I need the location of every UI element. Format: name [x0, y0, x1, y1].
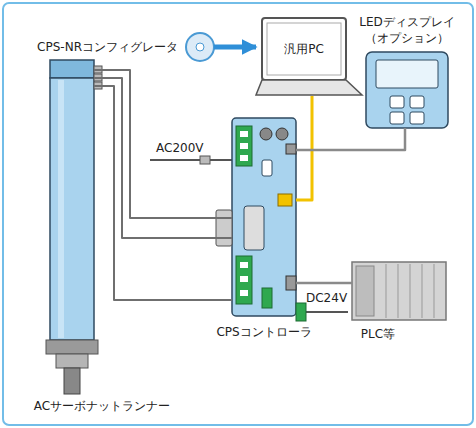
controller — [232, 118, 306, 321]
controller-part — [240, 262, 248, 268]
plc-part — [386, 264, 387, 318]
controller-part — [276, 128, 288, 140]
software-disc: CPS-NRコンフィグレータ — [186, 33, 214, 61]
data-arrow — [214, 45, 256, 50]
controller-part — [240, 290, 248, 296]
node-label: LEDディスプレイ （オプション） — [354, 14, 460, 46]
ac-wire-part — [150, 159, 236, 161]
motor-cable — [94, 86, 232, 300]
node-label: ACサーボナットランナー — [34, 398, 170, 414]
plc-part — [352, 262, 446, 320]
nutrunner-box: ACサーボナットランナー — [46, 60, 94, 394]
node-label: PLC等 — [361, 326, 395, 342]
controller-part — [278, 194, 292, 206]
controller-part — [296, 303, 306, 321]
display-box: LEDディスプレイ （オプション） — [366, 52, 448, 128]
cd-icon — [186, 33, 214, 61]
laptop-part — [267, 23, 341, 75]
frame — [3, 3, 473, 425]
dc-wire — [304, 312, 348, 313]
pc-box: 汎用PC — [256, 16, 364, 96]
cd-icon-part — [196, 43, 204, 51]
laptop-part — [262, 18, 346, 80]
controller-part — [232, 118, 296, 316]
signal-label: AC200V — [156, 140, 204, 156]
plc-box: PLC等 — [352, 262, 446, 320]
plc-part — [434, 264, 435, 318]
led-display-part — [410, 96, 424, 108]
led-display-part — [376, 60, 438, 88]
led-display — [366, 52, 448, 128]
controller-part — [236, 126, 252, 166]
controller-part — [286, 276, 296, 290]
controller-part — [286, 144, 296, 154]
nutrunner-part — [46, 340, 98, 354]
controller-part — [244, 206, 264, 250]
nutrunner-part — [56, 354, 88, 368]
ac-wire-part — [200, 156, 210, 164]
cd-icon-part — [186, 33, 214, 61]
led-display-part — [410, 112, 424, 124]
power-label: DC24V — [306, 290, 347, 306]
plc-part — [356, 266, 374, 316]
display-cable — [296, 128, 405, 150]
laptop — [256, 18, 362, 95]
dsub-plug — [216, 210, 232, 246]
plc — [352, 262, 446, 320]
dc-wire-part — [304, 311, 348, 313]
lan-cable — [296, 96, 312, 200]
power-label: AC200V — [156, 140, 204, 156]
nutrunner-part — [50, 78, 94, 340]
plc-part — [398, 264, 399, 318]
io-cable — [296, 282, 352, 285]
controller-part — [240, 155, 248, 161]
node-label: 汎用PC — [284, 41, 324, 57]
controller-part — [262, 160, 272, 176]
node-label: CPS-NRコンフィグレータ — [37, 39, 178, 55]
led-display-part — [390, 112, 404, 124]
dsub-plug-part — [216, 210, 232, 246]
led-display-part — [390, 96, 404, 108]
controller-part — [260, 128, 272, 140]
nutrunner — [46, 60, 102, 394]
plc-part — [410, 264, 411, 318]
controller-part — [262, 288, 272, 308]
ac-wire — [150, 156, 236, 164]
laptop-part — [256, 80, 362, 95]
plc-part — [422, 264, 423, 318]
node-label: CPSコントローラ — [216, 324, 311, 340]
nutrunner-part — [58, 80, 64, 338]
signal-label: DC24V — [306, 290, 347, 306]
controller-part — [236, 256, 252, 304]
led-display-part — [366, 52, 448, 128]
controller-part — [240, 276, 248, 282]
nutrunner-part — [64, 368, 80, 394]
controller-box: CPSコントローラ — [232, 118, 296, 316]
controller-part — [240, 143, 248, 149]
nutrunner-part — [50, 60, 94, 78]
controller-part — [240, 131, 248, 137]
